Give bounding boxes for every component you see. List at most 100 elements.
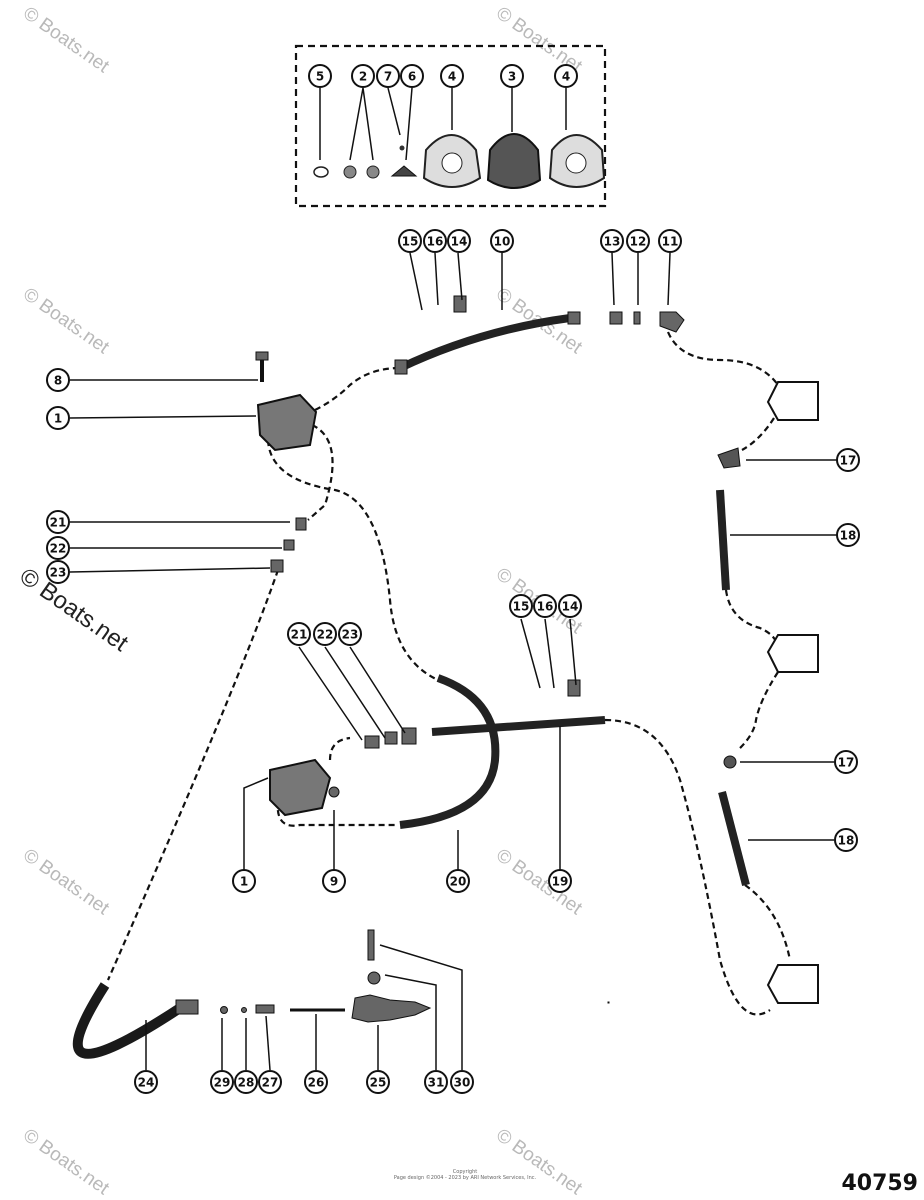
svg-text:7: 7 [384, 70, 392, 84]
svg-text:4: 4 [562, 70, 570, 84]
nut [343, 165, 357, 179]
callout: 22 [46, 536, 70, 560]
watermark: © Boats.net [19, 284, 113, 359]
callout: 18 [834, 828, 858, 852]
svg-text:3: 3 [508, 70, 516, 84]
svg-text:14: 14 [562, 600, 579, 614]
callout: 16 [533, 594, 557, 618]
callout: 26 [304, 1070, 328, 1094]
callout: 21 [46, 510, 70, 534]
check-valve [390, 165, 418, 177]
callout: 31 [424, 1070, 448, 1094]
callout: 7 [376, 64, 400, 88]
watermark: © Boats.net [19, 3, 113, 78]
callout: 29 [210, 1070, 234, 1094]
callout: 30 [450, 1070, 474, 1094]
svg-text:10: 10 [494, 235, 511, 249]
svg-text:17: 17 [840, 454, 857, 468]
svg-text:16: 16 [537, 600, 554, 614]
callout: 27 [258, 1070, 282, 1094]
callout: 28 [234, 1070, 258, 1094]
fuel-fitting-25 [351, 994, 432, 1023]
hose-18-lower [718, 791, 750, 886]
leader-lines [69, 87, 838, 1071]
copyright-note: Copyright Page design ©2004 - 2023 by AR… [380, 1169, 550, 1181]
callout: 8 [46, 368, 70, 392]
svg-text:13: 13 [604, 235, 621, 249]
svg-text:26: 26 [308, 1076, 325, 1090]
hose-19 [431, 716, 606, 736]
svg-text:30: 30 [454, 1076, 471, 1090]
callout: 23 [46, 560, 70, 584]
hose-24 [72, 982, 183, 1059]
callout: 1 [232, 869, 256, 893]
svg-text:21: 21 [291, 628, 308, 642]
svg-text:15: 15 [513, 600, 530, 614]
svg-text:18: 18 [838, 834, 855, 848]
svg-text:29: 29 [214, 1076, 231, 1090]
callout: 23 [338, 622, 362, 646]
callout: 22 [313, 622, 337, 646]
callout: 3 [500, 64, 524, 88]
callout: 13 [600, 229, 624, 253]
svg-text:15: 15 [402, 235, 419, 249]
svg-text:19: 19 [552, 875, 569, 889]
fitting-17 [717, 447, 741, 469]
fuel-pump-lower [269, 758, 332, 817]
svg-text:2: 2 [359, 70, 367, 84]
watermark: © Boats.net [19, 845, 113, 920]
svg-text:4: 4 [448, 70, 456, 84]
callout: 25 [366, 1070, 390, 1094]
svg-text:17: 17 [838, 756, 855, 770]
callout: 24 [134, 1070, 158, 1094]
svg-text:23: 23 [342, 628, 359, 642]
fuel-connectors [717, 381, 819, 1004]
hose-18-upper [716, 489, 730, 591]
svg-text:8: 8 [54, 374, 62, 388]
callout: 4 [554, 64, 578, 88]
svg-text:1: 1 [54, 412, 62, 426]
watermark-dark: © Boats.net [15, 563, 134, 657]
callout: 5 [308, 64, 332, 88]
callout: 14 [447, 229, 471, 253]
fuel-pump-upper [256, 393, 318, 452]
svg-text:22: 22 [317, 628, 334, 642]
callout: 11 [658, 229, 682, 253]
svg-text:6: 6 [408, 70, 416, 84]
copyright-line: Page design ©2004 - 2023 by ARI Network … [393, 1175, 537, 1181]
callout: 19 [548, 869, 572, 893]
figure-number: 40759 [841, 1171, 918, 1196]
svg-text:27: 27 [262, 1076, 279, 1090]
diaphragm-3 [486, 133, 542, 189]
svg-text:9: 9 [330, 875, 338, 889]
callout: 4 [440, 64, 464, 88]
svg-text:11: 11 [662, 235, 679, 249]
svg-text:12: 12 [630, 235, 647, 249]
svg-text:5: 5 [316, 70, 324, 84]
plug-9 [328, 786, 340, 798]
fuel-pumps [255, 351, 340, 817]
o-ring [313, 166, 329, 178]
hose-20 [399, 674, 500, 829]
svg-text:18: 18 [840, 529, 857, 543]
callout: 10 [490, 229, 514, 253]
watermark: © Boats.net [492, 845, 586, 920]
svg-text:25: 25 [370, 1076, 387, 1090]
callout: 16 [423, 229, 447, 253]
callout: 12 [626, 229, 650, 253]
callout: 1 [46, 406, 70, 430]
watermark: © Boats.net [492, 1125, 586, 1200]
svg-text:31: 31 [428, 1076, 445, 1090]
svg-text:1: 1 [240, 875, 248, 889]
gasket-kit [294, 44, 607, 208]
callout: 21 [287, 622, 311, 646]
callout: 2 [351, 64, 375, 88]
svg-text:28: 28 [238, 1076, 255, 1090]
callout: 15 [509, 594, 533, 618]
callout: 20 [446, 869, 470, 893]
valve-spring [399, 145, 405, 151]
callout-layer: 5 2 7 6 4 3 4 15 16 14 10 13 12 11 8 1 1… [46, 64, 860, 1094]
callout: 6 [400, 64, 424, 88]
svg-text:20: 20 [450, 875, 467, 889]
